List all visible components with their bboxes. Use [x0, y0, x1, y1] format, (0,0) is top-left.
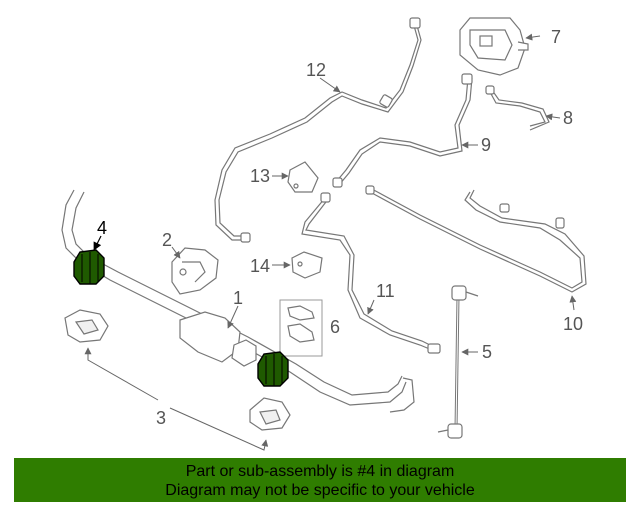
part-14-bracket — [291, 251, 323, 279]
part-4-bushings-highlighted — [73, 249, 289, 387]
exploded-parts-diagram: 1 2 3 4 5 6 7 8 9 10 11 12 13 14 — [61, 17, 587, 451]
bushing-left — [73, 249, 105, 285]
leader-4 — [93, 235, 102, 251]
callout-10: 10 — [563, 314, 583, 334]
callout-2: 2 — [162, 230, 172, 250]
leader-lines — [84, 33, 577, 451]
part-11-hose — [301, 192, 441, 354]
callout-7: 7 — [551, 27, 561, 47]
part-2-bracket — [171, 247, 219, 295]
part-3-clamps — [64, 309, 291, 431]
banner-line-1: Part or sub-assembly is #4 in diagram — [185, 463, 455, 480]
callout-9: 9 — [481, 135, 491, 155]
callout-4: 4 — [97, 218, 107, 238]
part-10-line — [365, 185, 587, 293]
banner-line-2: Diagram may not be specific to your vehi… — [165, 482, 475, 499]
callout-8: 8 — [563, 108, 573, 128]
part-7-control-module — [459, 17, 529, 76]
callout-1: 1 — [233, 288, 243, 308]
callout-12: 12 — [306, 60, 326, 80]
callout-11: 11 — [376, 281, 395, 301]
bushing-right — [257, 351, 289, 387]
part-5-stabilizer-link — [437, 285, 479, 439]
part-13-bracket — [287, 161, 319, 193]
callout-13: 13 — [250, 166, 270, 186]
callout-3: 3 — [156, 408, 166, 428]
callout-6: 6 — [330, 317, 340, 337]
info-banner: Part or sub-assembly is #4 in diagram Di… — [14, 458, 626, 502]
part-9-line — [332, 73, 473, 188]
part-6-bolts — [279, 299, 323, 357]
part-1-stabilizer-bar — [61, 189, 415, 413]
callout-5: 5 — [482, 342, 492, 362]
part-8-small-hose — [485, 85, 550, 131]
callout-14: 14 — [250, 256, 270, 276]
part-12-brake-line — [214, 17, 422, 243]
